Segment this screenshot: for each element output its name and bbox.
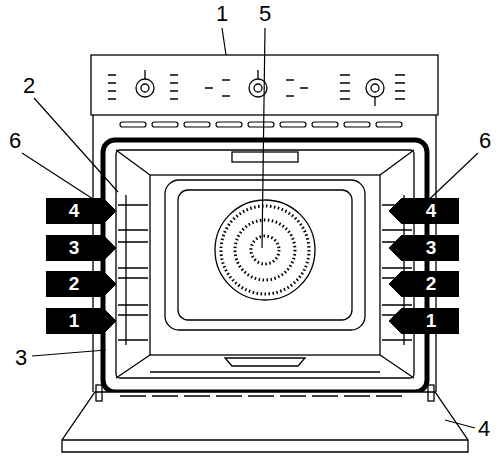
shelf-level-tab: 2: [389, 271, 459, 297]
callout-number: 1: [215, 3, 229, 25]
shelf-level-tab: 3: [46, 235, 116, 261]
shelf-level-number: 1: [46, 308, 116, 334]
callout-number: 3: [14, 347, 28, 369]
tab-outline: [46, 235, 116, 261]
shelf-level-number: 3: [389, 235, 459, 261]
tab-shape: [46, 198, 116, 224]
tab-outline: [46, 198, 116, 224]
shelf-level-tab: 2: [46, 271, 116, 297]
callout-number: 5: [258, 3, 272, 25]
tab-shape: [46, 235, 116, 261]
shelf-level-tab: 3: [389, 235, 459, 261]
tab-outline: [389, 308, 459, 334]
tab-shape: [46, 271, 116, 297]
tab-outline: [389, 198, 459, 224]
shelf-level-number: 1: [389, 308, 459, 334]
shelf-level-tab: 1: [389, 308, 459, 334]
tab-shape: [389, 308, 459, 334]
callout-number: 6: [8, 130, 22, 152]
callout-number: 4: [477, 418, 491, 440]
callout-number: 2: [22, 75, 36, 97]
tab-shape: [389, 198, 459, 224]
tab-outline: [389, 271, 459, 297]
callout-number: 6: [478, 130, 492, 152]
tab-shape: [389, 271, 459, 297]
shelf-level-number: 2: [389, 271, 459, 297]
shelf-level-tab: 1: [46, 308, 116, 334]
tab-shape: [389, 235, 459, 261]
shelf-level-number: 2: [46, 271, 116, 297]
shelf-level-number: 3: [46, 235, 116, 261]
tab-shape: [46, 308, 116, 334]
shelf-level-tab: 4: [46, 198, 116, 224]
shelf-level-number: 4: [46, 198, 116, 224]
tab-outline: [389, 235, 459, 261]
shelf-level-number: 4: [389, 198, 459, 224]
tab-outline: [46, 308, 116, 334]
tab-outline: [46, 271, 116, 297]
shelf-level-tab: 4: [389, 198, 459, 224]
